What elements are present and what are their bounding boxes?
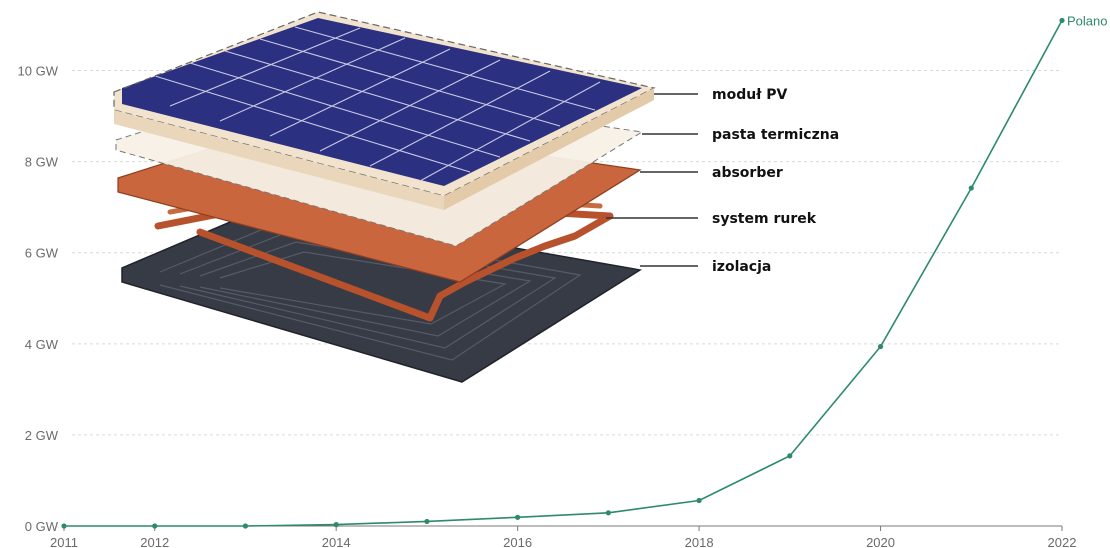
data-point — [1059, 17, 1065, 24]
x-tick-label: 2016 — [503, 535, 532, 548]
x-tick-label: 2022 — [1048, 535, 1077, 548]
series-poland: Polano — [61, 13, 1107, 529]
pvt-diagram: moduł PV pasta termiczna absorber system… — [113, 11, 839, 383]
data-point — [696, 497, 702, 504]
x-tick-label: 2020 — [866, 535, 895, 548]
pv-module-layer — [113, 11, 656, 210]
label-thermal-paste: pasta termiczna — [712, 127, 839, 143]
x-tick-label: 2011 — [50, 535, 78, 548]
label-tube-system: system rurek — [712, 211, 817, 227]
data-point — [152, 523, 158, 529]
x-tick-label: 2018 — [685, 535, 714, 548]
callout-labels: moduł PV pasta termiczna absorber system… — [712, 87, 839, 275]
data-point — [968, 185, 974, 191]
callout-lines — [606, 93, 698, 267]
label-pv-module: moduł PV — [712, 87, 788, 103]
data-point — [877, 343, 884, 350]
data-point — [333, 522, 339, 528]
label-absorber: absorber — [712, 165, 783, 181]
data-point — [515, 514, 521, 520]
y-tick-label: 2 GW — [25, 428, 59, 443]
y-axis-labels: 0 GW 2 GW 4 GW 6 GW 8 GW 10 GW — [18, 64, 59, 534]
data-point — [61, 523, 67, 529]
x-tick-label: 2014 — [322, 535, 351, 548]
y-tick-label: 0 GW — [25, 519, 59, 534]
y-tick-label: 4 GW — [25, 337, 59, 352]
x-tick-label: 2012 — [140, 535, 169, 548]
x-axis: 2011 2012 2014 2016 2018 2020 2022 — [50, 525, 1077, 548]
series-label: Polano — [1067, 13, 1107, 28]
y-tick-label: 10 GW — [18, 64, 59, 79]
data-point — [787, 453, 793, 459]
series-line — [64, 20, 1063, 527]
label-insulation: izolacja — [712, 259, 771, 275]
data-point — [424, 518, 430, 525]
y-tick-label: 6 GW — [25, 246, 59, 261]
data-point — [242, 523, 249, 529]
data-point — [605, 510, 611, 516]
y-tick-label: 8 GW — [25, 155, 59, 170]
